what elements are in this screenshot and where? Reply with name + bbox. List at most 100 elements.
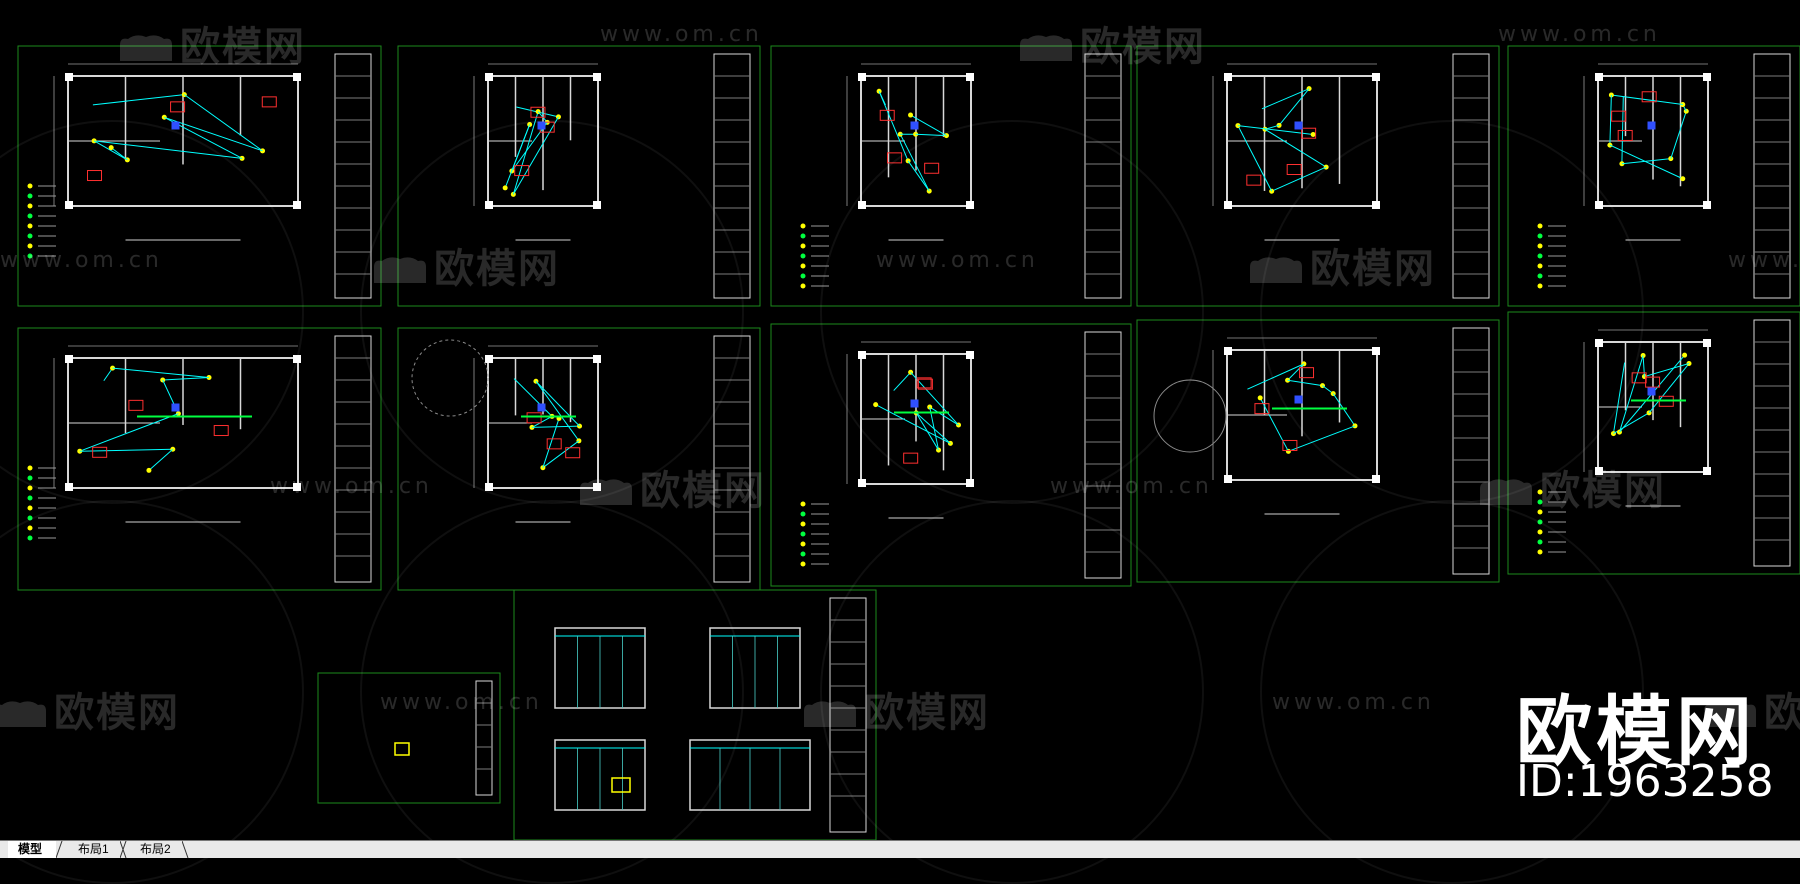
switch-symbol (172, 404, 180, 412)
column (1224, 475, 1232, 483)
fixture-point (1258, 395, 1263, 400)
legend-symbol (28, 234, 33, 239)
wiring-line (505, 125, 529, 188)
wiring-line (513, 117, 558, 195)
column (1595, 339, 1603, 347)
column (1703, 339, 1711, 347)
column (1372, 73, 1380, 81)
wiring-line (916, 134, 947, 135)
switch-symbol (1295, 396, 1303, 404)
legend-symbol (1538, 510, 1543, 515)
wiring-line (149, 449, 173, 470)
column (1703, 201, 1711, 209)
column (858, 351, 866, 359)
column (1595, 73, 1603, 81)
legend-symbol (28, 496, 33, 501)
wiring-line (876, 405, 951, 444)
tab-separator (182, 841, 192, 858)
column (593, 73, 601, 81)
wiring-line (900, 134, 929, 191)
title-block (335, 336, 371, 582)
tab-layout2[interactable]: 布局2 (130, 841, 182, 858)
legend-symbol (801, 542, 806, 547)
column (1224, 73, 1232, 81)
wiring-line (1671, 111, 1686, 158)
title-block (1453, 328, 1489, 574)
wiring-line (94, 141, 242, 158)
column (593, 201, 601, 209)
fixture (1247, 175, 1261, 185)
wiring-line (1260, 398, 1288, 451)
column (1703, 467, 1711, 475)
column (1372, 475, 1380, 483)
column (293, 73, 301, 81)
wiring-line (163, 377, 209, 379)
legend-symbol (28, 486, 33, 491)
fixture-point (873, 402, 878, 407)
wiring-line (532, 416, 552, 427)
legend-symbol (28, 214, 33, 219)
legend-symbol (28, 204, 33, 209)
tab-layout1[interactable]: 布局1 (68, 841, 120, 858)
column (1372, 201, 1380, 209)
legend-symbol (28, 526, 33, 531)
legend-symbol (28, 516, 33, 521)
fixture-point (1311, 132, 1316, 137)
wiring-line (911, 372, 959, 425)
legend-symbol (1538, 234, 1543, 239)
legend-symbol (28, 224, 33, 229)
wiring-line (1288, 380, 1323, 385)
wiring-line (1611, 95, 1682, 105)
elevation-fixture (612, 778, 630, 792)
fixture-point (1682, 353, 1687, 358)
wiring-line (113, 368, 209, 377)
legend-symbol (801, 532, 806, 537)
fixture (214, 426, 228, 436)
switch-symbol (1648, 388, 1656, 396)
title-block (1085, 54, 1121, 298)
wiring-line (80, 414, 179, 452)
drawing-sheet (18, 328, 381, 590)
fixture (1255, 404, 1269, 414)
wiring-line (1279, 89, 1309, 126)
legend-symbol (1538, 490, 1543, 495)
legend-symbol (1538, 520, 1543, 525)
wiring-line (1644, 364, 1689, 377)
switch-symbol (1648, 122, 1656, 130)
drawing-sheet (18, 46, 381, 306)
title-block (1453, 54, 1489, 298)
wiring-line (512, 122, 547, 171)
legend-symbol (28, 506, 33, 511)
wiring-line (1622, 159, 1671, 164)
legend-symbol (28, 194, 33, 199)
switch-symbol (911, 400, 919, 408)
wiring-line (184, 95, 262, 151)
column (293, 355, 301, 363)
fixture (925, 163, 939, 173)
drawing-sheet (1137, 320, 1499, 582)
tab-model[interactable]: 模型 (8, 841, 56, 858)
fixture (262, 97, 276, 107)
column (485, 201, 493, 209)
legend-symbol (1538, 224, 1543, 229)
title-block (830, 598, 866, 832)
layout-tab-bar: 模型 布局1 布局2 (0, 840, 1800, 858)
column (593, 483, 601, 491)
legend-symbol (801, 254, 806, 259)
column (858, 479, 866, 487)
legend-symbol (1538, 540, 1543, 545)
tab-separator (120, 841, 130, 858)
fixture (888, 153, 902, 163)
fixture (527, 413, 541, 423)
column (966, 351, 974, 359)
wiring-line (879, 91, 908, 161)
wiring-line (80, 449, 173, 451)
column (858, 201, 866, 209)
drawing-sheet (398, 328, 760, 590)
title-block (714, 54, 750, 298)
title-block (1754, 320, 1790, 566)
fixture (88, 171, 102, 181)
legend-symbol (801, 264, 806, 269)
legend-symbol (1538, 530, 1543, 535)
column (485, 73, 493, 81)
